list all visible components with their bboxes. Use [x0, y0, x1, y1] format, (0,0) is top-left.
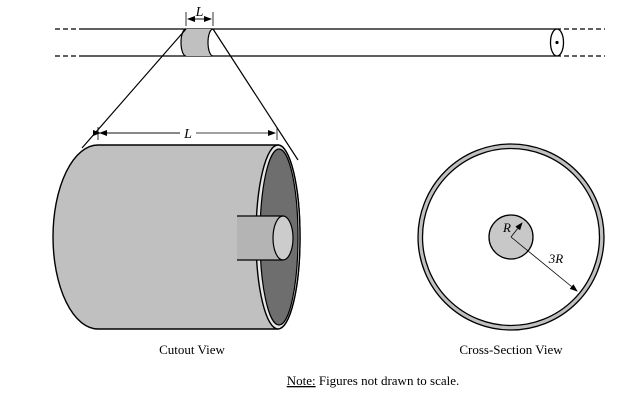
long-cable: L — [55, 5, 605, 161]
inner-radius-label: R — [502, 220, 511, 235]
cutout-caption: Cutout View — [159, 342, 225, 357]
inner-rod-end — [272, 215, 294, 261]
projection-line-right — [212, 28, 299, 161]
outer-radius-label: 3R — [548, 251, 564, 266]
cutout-view: L Cutout View — [52, 127, 301, 357]
cable-core-dot — [555, 40, 559, 45]
note-prefix: Note: — [287, 373, 316, 388]
cross-section-view: R 3R Cross-Section View — [417, 143, 605, 357]
inner-radius-arrow — [510, 222, 523, 238]
outer-radius-arrow — [510, 236, 578, 292]
note-text: Figures not drawn to scale. — [316, 373, 460, 388]
cross-section-caption: Cross-Section View — [459, 342, 563, 357]
top-length-label: L — [195, 5, 204, 20]
cutout-length-label: L — [183, 127, 192, 142]
highlighted-segment — [181, 29, 213, 56]
scale-note: Note: Figures not drawn to scale. — [287, 373, 460, 388]
projection-line-left — [81, 28, 187, 149]
